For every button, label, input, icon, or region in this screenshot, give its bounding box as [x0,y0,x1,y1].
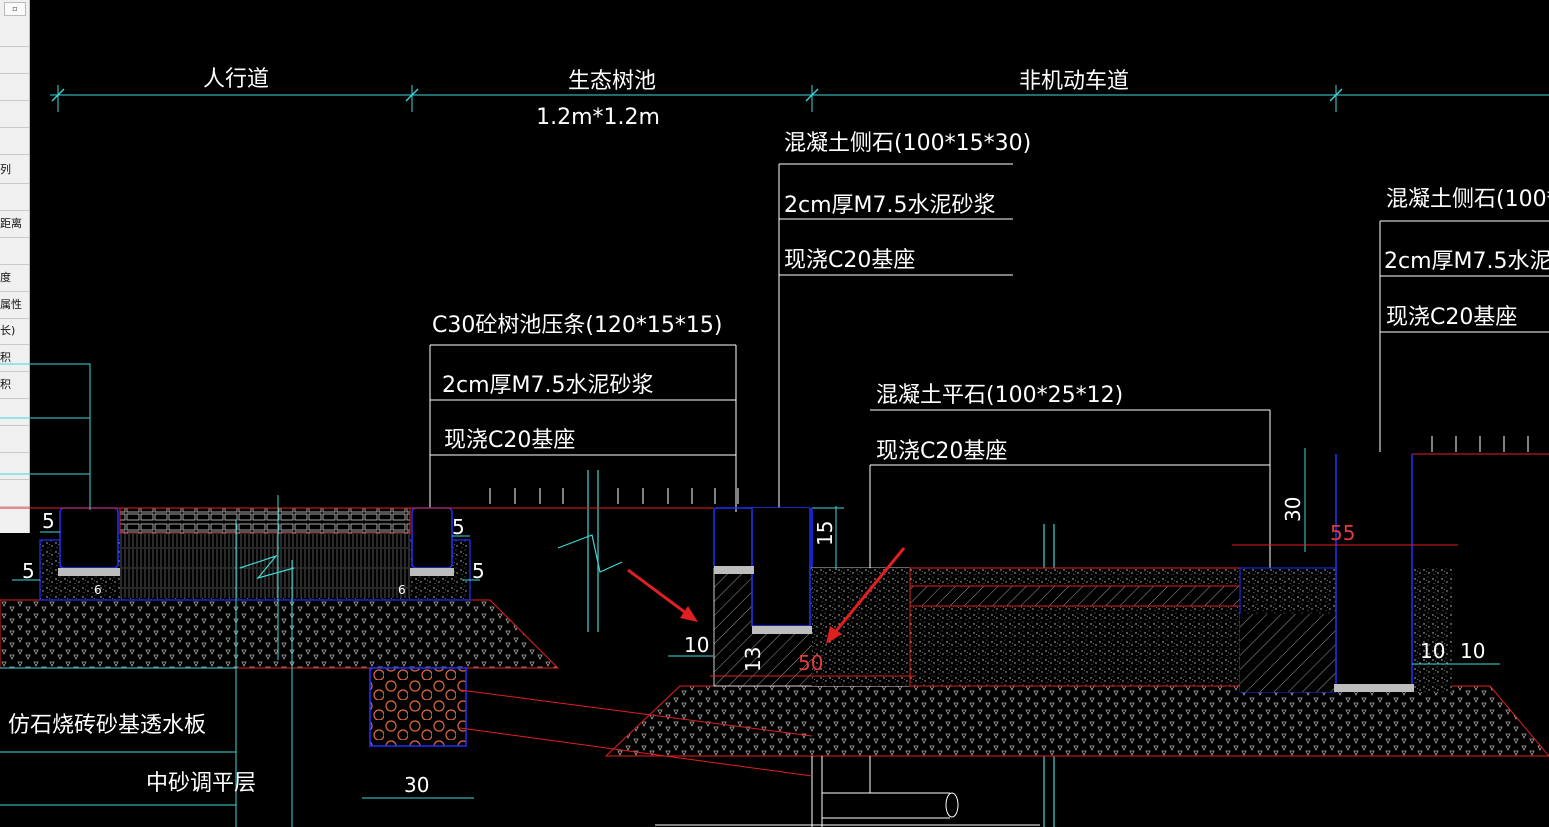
dim-5-a: 5 [42,509,55,533]
dim-10-c: 10 [1460,639,1485,663]
tree-edge-title: C30砼树池压条(120*15*15) [432,313,723,338]
zone-bike-lane-label: 非机动车道 [1019,69,1129,94]
drain-block [369,667,467,747]
zone-tree-pool-label: 生态树池 [568,69,656,94]
curb-2-mortar: 2cm厚M7.5水泥砂 [1384,249,1549,274]
panel-row-distance[interactable]: 距离 [0,211,29,238]
zone-sidewalk-label: 人行道 [203,67,269,92]
curb-1-mortar: 2cm厚M7.5水泥砂浆 [784,193,996,218]
panel-row[interactable] [0,74,29,101]
left-layer-sand: 中砂调平层 [146,771,256,796]
curb-2-base: 现浇C20基座 [1386,305,1517,330]
dimension-lines [12,448,1500,799]
panel-row[interactable] [0,238,29,265]
panel-row[interactable] [0,128,29,155]
zone-dimension-line [50,85,1549,112]
panel-row[interactable] [0,480,29,507]
dim-13: 13 [741,647,765,672]
red-leaders [459,689,813,777]
flat-stone-title: 混凝土平石(100*25*12) [876,383,1123,408]
panel-row-area[interactable]: 积 [0,345,29,372]
panel-close-icon[interactable]: ▫ [4,2,26,16]
panel-row-list[interactable]: 列 [0,157,29,184]
curb-1-title: 混凝土侧石(100*15*30) [784,131,1031,156]
dim-30-b: 30 [404,773,429,797]
dim-10-a: 10 [684,633,709,657]
flat-stone-base: 现浇C20基座 [876,439,1007,464]
dim-6-a: 6 [94,583,102,597]
callout-tree-edge [429,344,737,512]
red-arrows [627,547,906,644]
road-base-section [604,454,1549,757]
drain-pipe [655,756,1040,827]
dim-30-a: 30 [1281,497,1305,522]
curb-2-title: 混凝土侧石(100*20 [1386,187,1549,212]
dim-5-d: 5 [472,559,485,583]
panel-row-volume[interactable]: 积 [0,372,29,399]
panel-row[interactable] [0,20,29,47]
curb-1-base: 现浇C20基座 [784,248,915,273]
sidewalk-leaders [0,363,293,827]
panel-row[interactable] [0,426,29,453]
dim-6-b: 6 [398,583,406,597]
panel-row[interactable] [0,399,29,426]
sidewalk-section [0,507,560,669]
grass-arrows [489,436,1529,504]
dim-5-b: 5 [22,559,35,583]
callout-curb-1 [778,163,1013,512]
panel-row-length[interactable]: 长) [0,318,29,345]
left-layer-brick: 仿石烧砖砂基透水板 [8,713,206,738]
dim-10-b: 10 [1420,639,1445,663]
panel-row[interactable] [0,184,29,211]
panel-row[interactable] [0,47,29,74]
dim-50: 50 [798,651,823,675]
dim-5-c: 5 [452,515,465,539]
panel-row[interactable] [0,101,29,128]
panel-row-degree[interactable]: 度 [0,265,29,292]
callout-curb-2 [1379,220,1549,452]
dim-55: 55 [1330,521,1355,545]
panel-row[interactable] [0,453,29,480]
dim-15: 15 [813,521,837,546]
tree-edge-mortar: 2cm厚M7.5水泥砂浆 [442,373,654,398]
panel-row-attribute[interactable]: 属性 [0,292,29,319]
tree-edge-base: 现浇C20基座 [444,428,575,453]
zone-tree-pool-size: 1.2m*1.2m [536,105,660,130]
properties-panel: ▫ 列 距离 度 属性 长) 积 积 [0,0,30,533]
